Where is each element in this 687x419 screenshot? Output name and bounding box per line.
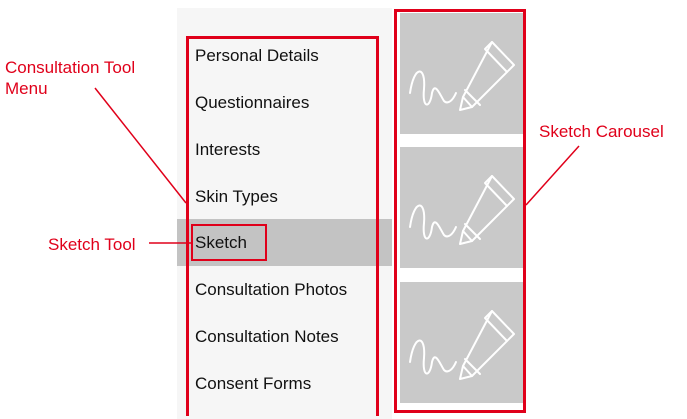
sketch-thumbnail[interactable] (400, 147, 523, 271)
sketch-thumbnail[interactable] (400, 282, 523, 406)
menu-item-consent-forms[interactable]: Consent Forms (177, 360, 392, 407)
menu-item-label: Interests (195, 139, 261, 159)
menu-item-sketch[interactable]: Sketch (177, 219, 392, 266)
carousel-highlight-box (394, 9, 526, 413)
menu-item-label: Personal Details (195, 45, 319, 65)
menu-item-label: Consultation Notes (195, 326, 339, 346)
menu-item-label: Skin Types (195, 186, 278, 206)
sketch-pencil-icon (409, 310, 515, 380)
menu-item-consultation-photos[interactable]: Consultation Photos (177, 266, 392, 313)
sketch-pencil-icon (409, 41, 515, 111)
sketch-pencil-icon (409, 175, 515, 245)
menu-item-consultation-notes[interactable]: Consultation Notes (177, 313, 392, 360)
menu-item-label: Sketch (195, 232, 247, 252)
consultation-tool-menu: Personal Details Questionnaires Interest… (177, 8, 392, 419)
carousel-callout: Sketch Carousel (539, 122, 664, 141)
sketch-thumbnail[interactable] (400, 13, 523, 137)
menu-item-questionnaires[interactable]: Questionnaires (177, 79, 392, 126)
menu-item-label: Consultation Photos (195, 279, 348, 299)
menu-item-skin-types[interactable]: Skin Types (177, 173, 392, 220)
menu-item-label: Consent Forms (195, 373, 312, 393)
menu-callout-line-1: Consultation Tool (5, 58, 136, 77)
menu-callout-line-2: Menu (5, 79, 48, 98)
sketch-tool-callout: Sketch Tool (48, 235, 136, 254)
carousel-leader-line (525, 145, 580, 206)
menu-item-label: Questionnaires (195, 92, 310, 112)
menu-leader-line (94, 87, 187, 204)
menu-callout: Consultation Tool Menu (5, 57, 135, 99)
menu-item-interests[interactable]: Interests (177, 126, 392, 173)
menu-highlight-box (186, 36, 379, 416)
menu-item-personal-details[interactable]: Personal Details (177, 32, 392, 79)
sketch-tool-highlight-box (191, 224, 267, 261)
